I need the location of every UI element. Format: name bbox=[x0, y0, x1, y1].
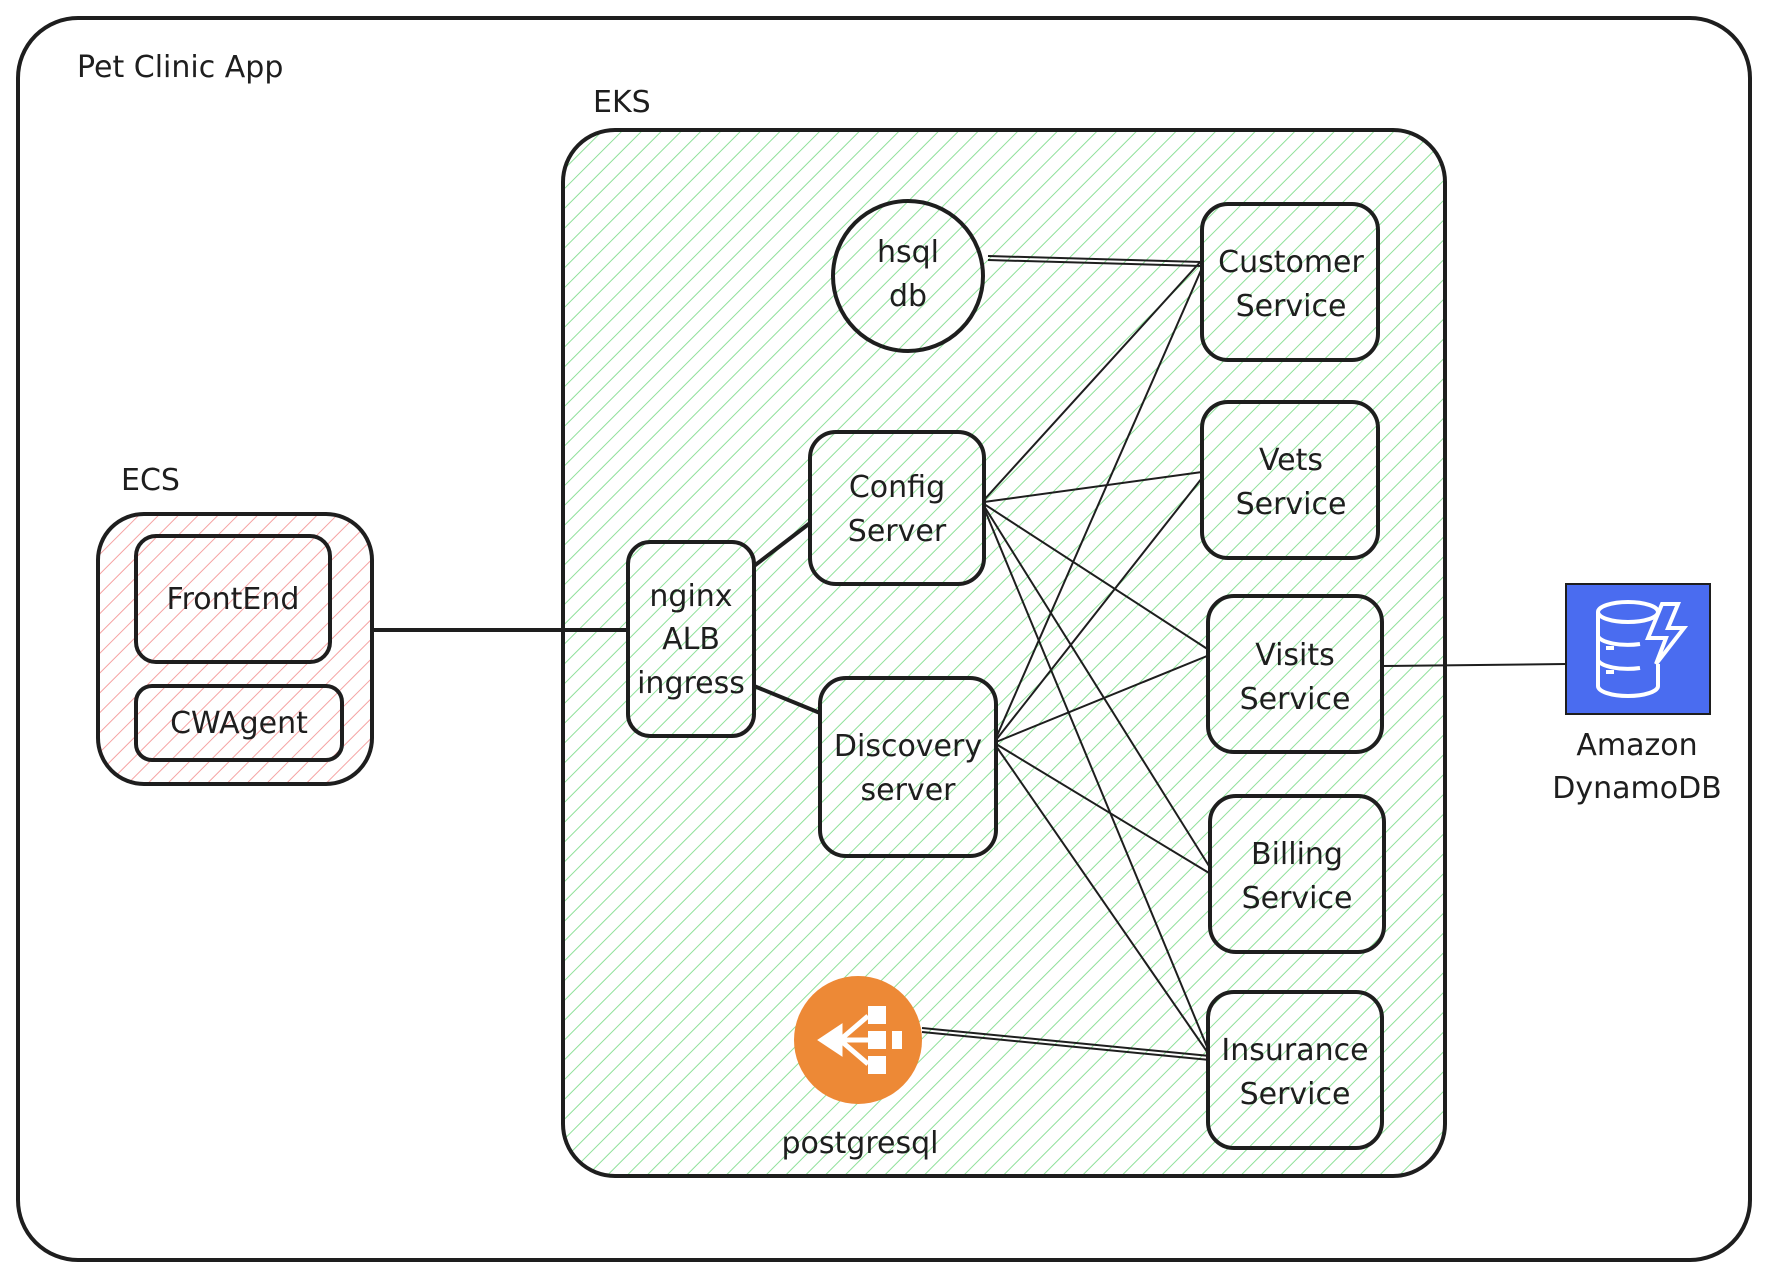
edge-discovery-visits bbox=[995, 653, 1213, 743]
edge-nginx-config bbox=[752, 521, 812, 568]
discovery-server-label-line2: server bbox=[861, 773, 957, 808]
customer-service-node bbox=[1200, 202, 1380, 362]
edge-hsqldb-customer bbox=[987, 255, 1203, 263]
edge-config-billing bbox=[983, 505, 1215, 875]
edge-discovery-billing bbox=[995, 743, 1215, 877]
edge-postgres-insurance-2 bbox=[921, 1031, 1211, 1061]
app-title: Pet Clinic App bbox=[77, 50, 283, 85]
dynamodb-label-line2: DynamoDB bbox=[1552, 771, 1722, 806]
nginx-label-line2: ALB bbox=[662, 622, 720, 657]
hsqldb-node bbox=[831, 199, 985, 353]
vets-service-node bbox=[1200, 400, 1380, 560]
edge-visits-dynamodb bbox=[1381, 663, 1567, 667]
edge-discovery-customer bbox=[995, 267, 1203, 739]
load-balancer-icon bbox=[794, 976, 922, 1104]
nginx-label-line1: nginx bbox=[649, 579, 732, 614]
billing-service-label-line1: Billing bbox=[1251, 837, 1343, 872]
nginx-ingress-node bbox=[626, 540, 756, 738]
hsqldb-label-line2: db bbox=[889, 279, 927, 314]
dynamodb-label-line1: Amazon bbox=[1576, 728, 1697, 763]
frontend-box bbox=[134, 534, 332, 664]
edge-config-visits bbox=[983, 503, 1213, 653]
dynamodb-icon bbox=[1565, 583, 1711, 715]
config-server-label-line1: Config bbox=[849, 470, 945, 505]
frontend-label: FrontEnd bbox=[167, 582, 300, 617]
cwagent-box bbox=[134, 684, 344, 762]
vets-service-label-line2: Service bbox=[1236, 487, 1347, 522]
edge-discovery-vets bbox=[995, 477, 1203, 741]
config-server-node bbox=[808, 430, 986, 586]
visits-service-label-line2: Service bbox=[1240, 682, 1351, 717]
billing-service-label-line2: Service bbox=[1242, 881, 1353, 916]
config-server-label-line2: Server bbox=[848, 514, 947, 549]
discovery-server-label-line1: Discovery bbox=[834, 729, 982, 764]
customer-service-label-line2: Service bbox=[1236, 289, 1347, 324]
vets-service-label-line1: Vets bbox=[1259, 443, 1323, 478]
edge-config-insurance bbox=[983, 507, 1211, 1055]
postgresql-label: postgresql bbox=[782, 1126, 939, 1161]
visits-service-label-line1: Visits bbox=[1255, 638, 1335, 673]
eks-label: EKS bbox=[593, 85, 651, 120]
edge-hsqldb-customer-2 bbox=[987, 259, 1203, 267]
insurance-service-node bbox=[1206, 990, 1384, 1150]
edge-discovery-insurance bbox=[995, 745, 1211, 1057]
insurance-service-label-line2: Service bbox=[1240, 1077, 1351, 1112]
nginx-label-line3: ingress bbox=[637, 666, 745, 701]
cwagent-label: CWAgent bbox=[170, 706, 308, 741]
insurance-service-label-line1: Insurance bbox=[1221, 1033, 1368, 1068]
edge-nginx-discovery bbox=[753, 684, 821, 715]
customer-service-label-line1: Customer bbox=[1218, 245, 1364, 280]
edge-config-customer bbox=[983, 259, 1203, 501]
edge-postgres-insurance bbox=[921, 1027, 1211, 1057]
ecs-label: ECS bbox=[121, 463, 180, 498]
billing-service-node bbox=[1208, 794, 1386, 954]
hsqldb-label-line1: hsql bbox=[877, 235, 939, 270]
edges bbox=[372, 255, 1567, 1061]
edge-config-vets bbox=[983, 471, 1203, 503]
visits-service-node bbox=[1206, 594, 1384, 754]
discovery-server-node bbox=[818, 676, 998, 858]
